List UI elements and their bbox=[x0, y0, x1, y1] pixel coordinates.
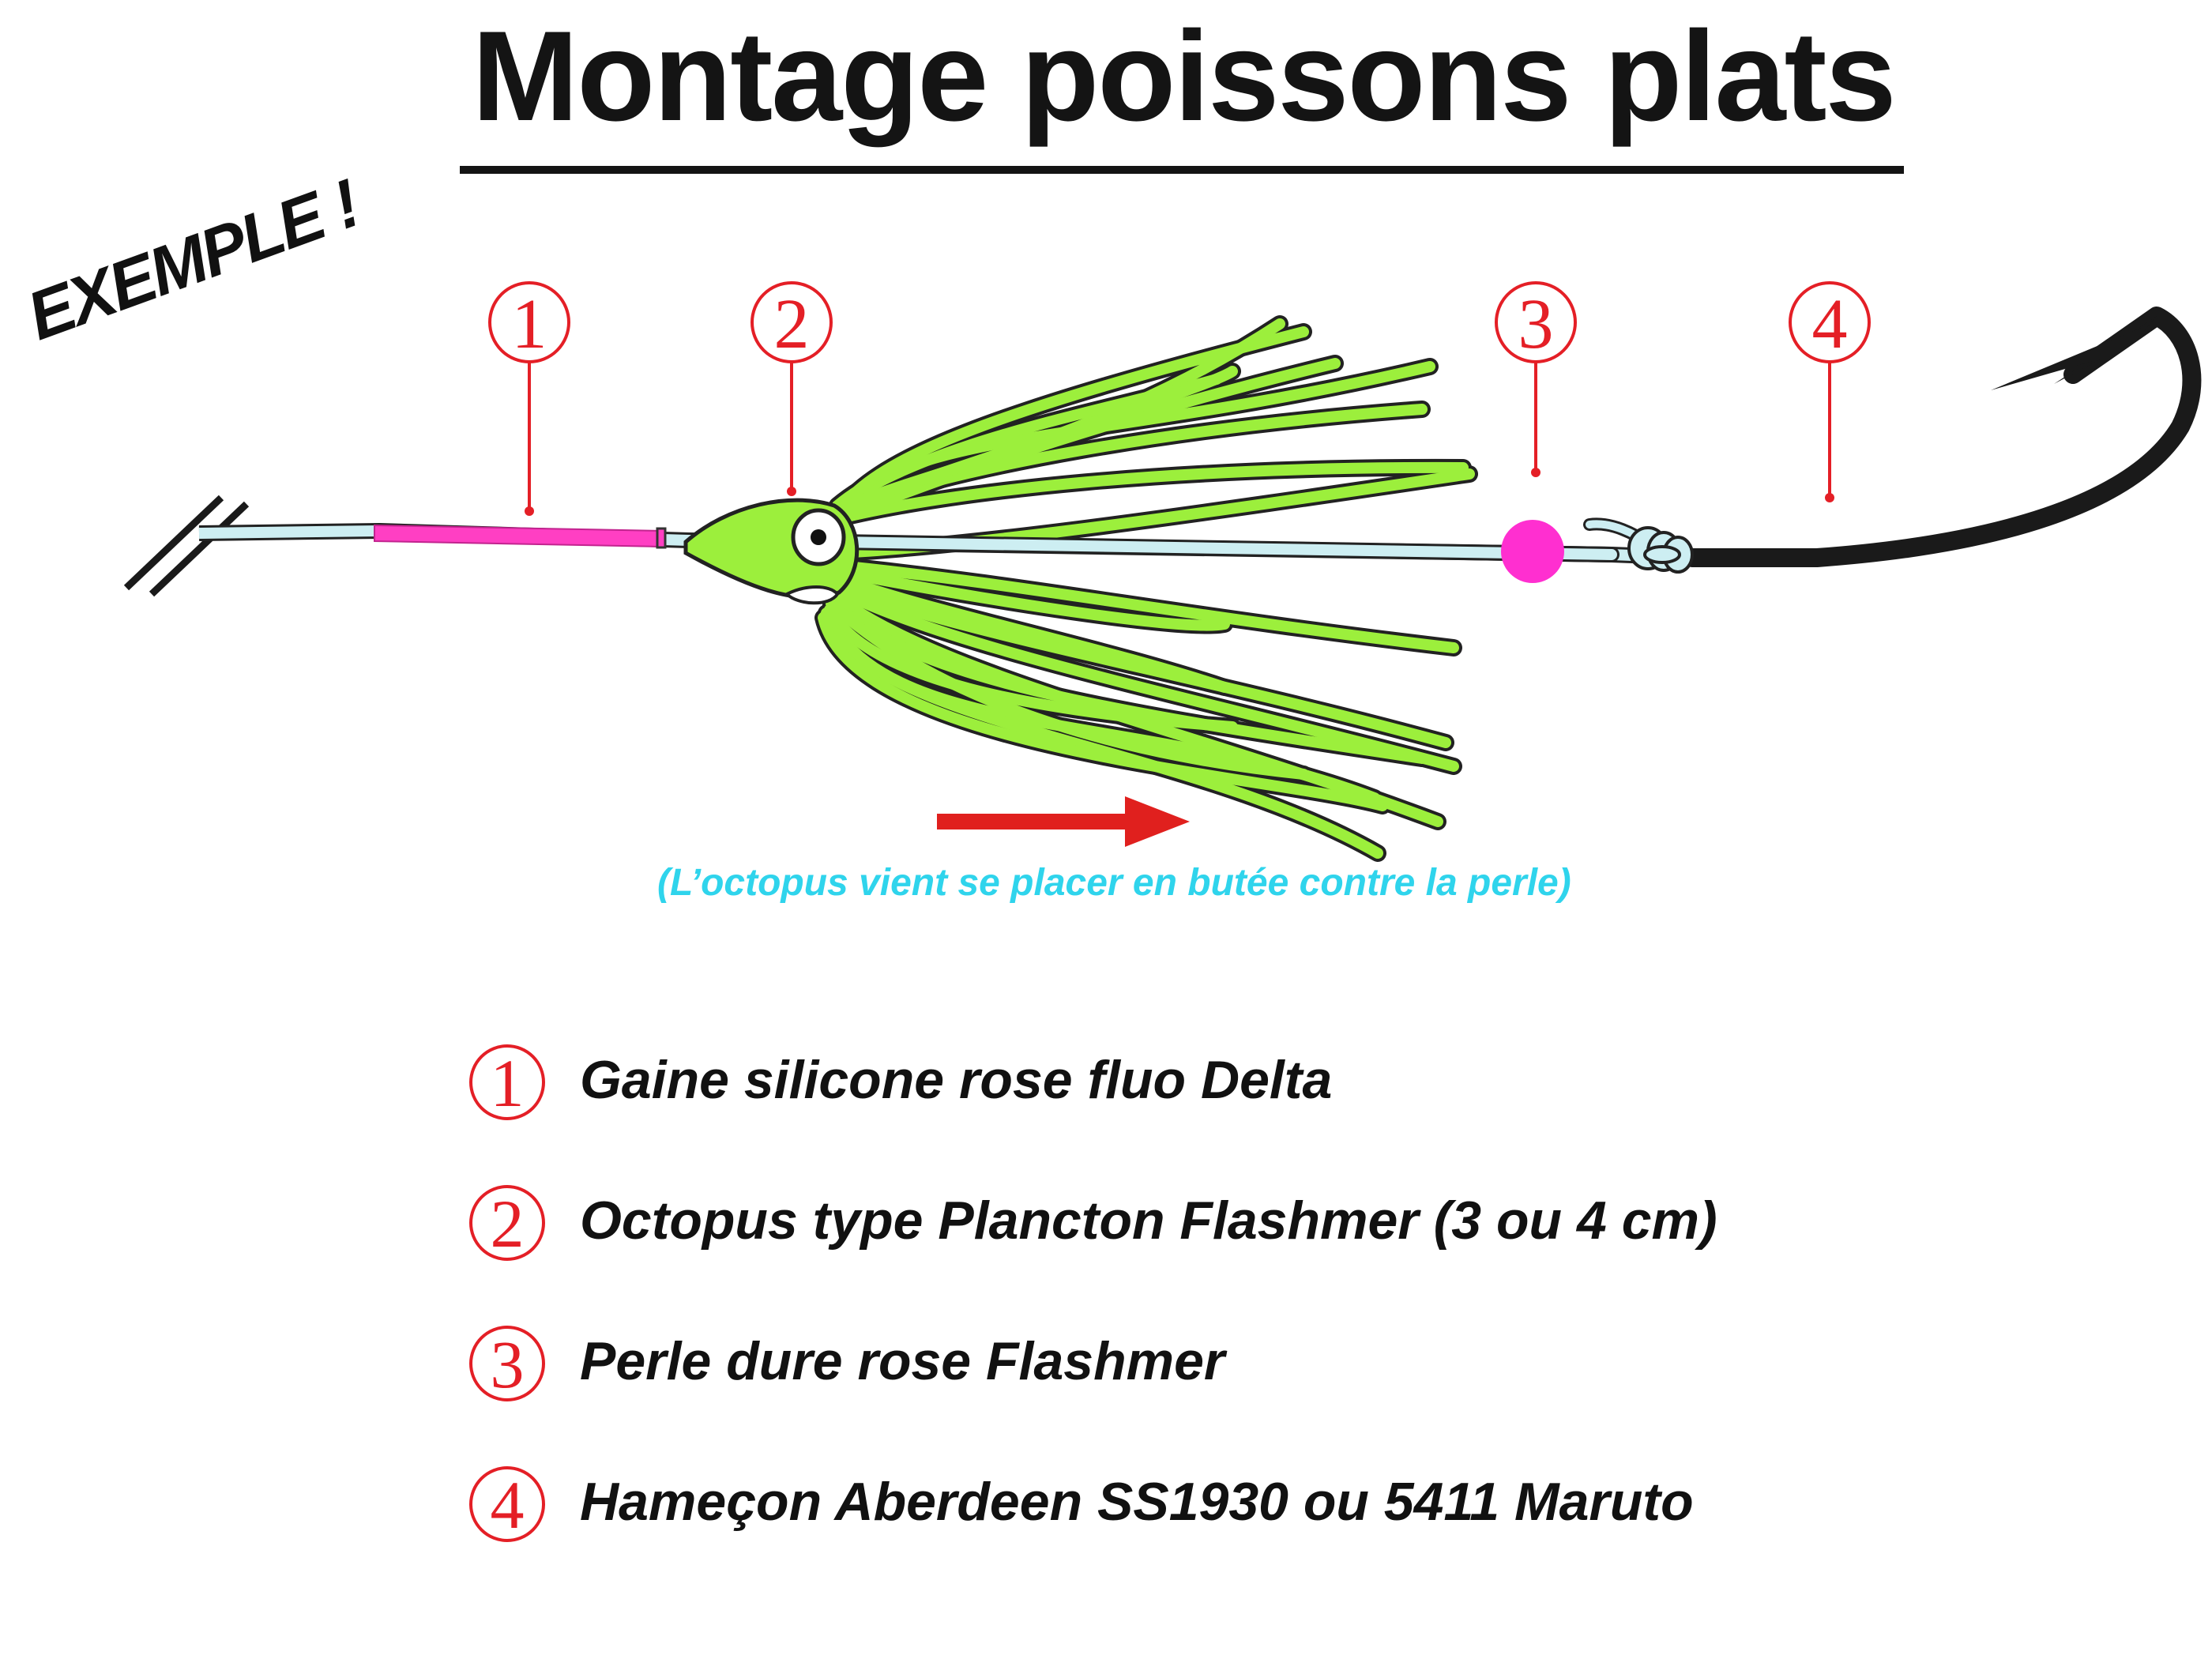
callout-3-label: 3 bbox=[1518, 285, 1554, 363]
page-title: Montage poissons plats bbox=[472, 5, 1896, 148]
svg-text:3: 3 bbox=[491, 1326, 525, 1402]
octopus-lure-icon bbox=[813, 315, 1620, 862]
callout-4-label: 4 bbox=[1812, 285, 1848, 363]
callout-1-label: 1 bbox=[512, 285, 547, 363]
caption-text: (L’octopus vient se placer en butée cont… bbox=[657, 862, 1571, 904]
callout-2: 2 bbox=[750, 281, 833, 496]
knot bbox=[1583, 517, 1694, 574]
break-mark-icon bbox=[123, 495, 250, 597]
direction-arrow-icon bbox=[937, 796, 1190, 847]
legend-item: 4 Hameçon Aberdeen SS1930 ou 5411 Maruto bbox=[468, 1465, 2048, 1605]
legend-text: Hameçon Aberdeen SS1930 ou 5411 Maruto bbox=[580, 1472, 1694, 1532]
callout-3: 3 bbox=[1495, 281, 1577, 477]
legend-number-icon: 1 bbox=[469, 1044, 545, 1121]
legend: 1 Gaine silicone rose fluo Delta 2 Octop… bbox=[468, 1043, 2048, 1605]
legend-number-icon: 4 bbox=[469, 1466, 545, 1543]
legend-text: Perle dure rose Flashmer bbox=[580, 1331, 1225, 1391]
octopus-head bbox=[683, 498, 860, 605]
legend-item: 1 Gaine silicone rose fluo Delta bbox=[468, 1043, 2048, 1183]
svg-text:2: 2 bbox=[491, 1186, 525, 1262]
svg-text:4: 4 bbox=[491, 1467, 525, 1543]
svg-text:1: 1 bbox=[491, 1045, 525, 1121]
silicone-sleeve bbox=[374, 524, 667, 549]
hook-icon bbox=[1683, 307, 2202, 567]
title-underline bbox=[460, 166, 1904, 174]
callout-4: 4 bbox=[1789, 281, 1871, 502]
legend-number-icon: 2 bbox=[469, 1185, 545, 1262]
bead-icon bbox=[1501, 520, 1564, 583]
legend-item: 3 Perle dure rose Flashmer bbox=[468, 1324, 2048, 1465]
legend-item: 2 Octopus type Plancton Flashmer (3 ou 4… bbox=[468, 1183, 2048, 1324]
legend-text: Octopus type Plancton Flashmer (3 ou 4 c… bbox=[580, 1191, 1717, 1251]
legend-text: Gaine silicone rose fluo Delta bbox=[580, 1050, 1333, 1110]
callout-1: 1 bbox=[488, 281, 570, 516]
callout-2-label: 2 bbox=[774, 285, 810, 363]
legend-number-icon: 3 bbox=[469, 1326, 545, 1402]
